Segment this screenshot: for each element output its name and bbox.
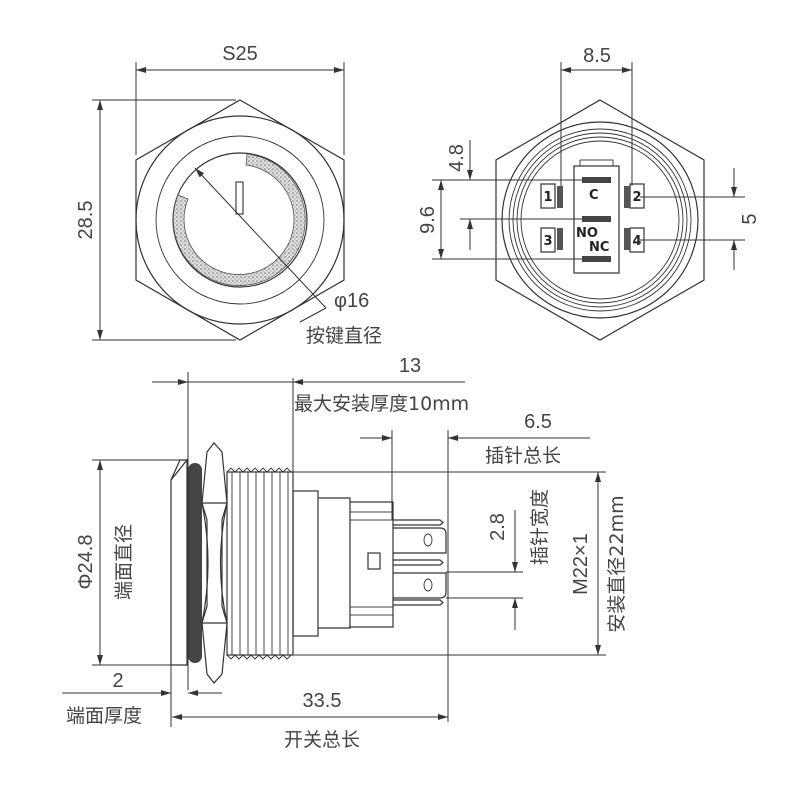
pin-3: 3 (540, 227, 563, 253)
led-ring (172, 153, 306, 286)
thread-label: M22×1 (570, 533, 592, 595)
dim-9-6-label: 9.6 (417, 206, 439, 234)
solder-pins (393, 519, 447, 606)
pin-width-label: 2.8 (487, 513, 509, 541)
terminal-label-c: C (589, 188, 599, 203)
terminal-bars (582, 177, 611, 262)
face-diameter-label: Φ24.8 (75, 535, 97, 590)
pin-2: 2 (624, 183, 645, 209)
rear-hex-outline (495, 99, 705, 341)
mounting-nut (201, 442, 228, 684)
rear-view: C NO NC 1 2 3 4 8.5 (417, 45, 761, 341)
o-ring (188, 463, 202, 663)
pin-spacing-label: 8.5 (583, 45, 611, 67)
pin-1: 1 (540, 183, 563, 209)
terminal-tab (367, 552, 381, 570)
button-diameter-label: φ16 (334, 290, 369, 312)
side-view: 13 最大安装厚度10mm 6.5 插针总长 2.8 插针宽度 M22×1 安装… (62, 355, 628, 751)
terminal-label-no: NO (576, 226, 598, 241)
svg-text:3: 3 (543, 234, 552, 249)
button-diameter-leader (194, 167, 327, 309)
width-label: S25 (222, 43, 258, 65)
max-dim-label: 13 (399, 355, 421, 377)
face-thickness-caption: 端面厚度 (66, 705, 142, 727)
terminal-housing (349, 501, 394, 628)
hex-nut-outline (135, 99, 345, 341)
total-length-label: 33.5 (303, 690, 342, 712)
pin-length-caption: 插针总长 (485, 445, 561, 467)
svg-text:1: 1 (543, 190, 552, 205)
pin-length-label: 6.5 (524, 411, 552, 433)
dim-4-8-label: 4.8 (446, 144, 468, 172)
front-bezel (170, 458, 188, 666)
front-view: S25 28.5 φ16 按键直径 (75, 43, 382, 347)
face-diameter-caption: 端面直径 (113, 524, 135, 600)
bezel-outer-circle (135, 115, 345, 325)
svg-text:4: 4 (632, 234, 641, 249)
dim-5-label: 5 (739, 213, 761, 224)
svg-text:2: 2 (632, 190, 641, 205)
max-mount-caption: 最大安装厚度10mm (294, 393, 469, 415)
threaded-body (226, 467, 294, 660)
bezel-inner-circle (155, 135, 325, 305)
total-length-caption: 开关总长 (284, 729, 360, 751)
face-thickness-label: 2 (112, 670, 123, 692)
pin-width-caption: 插针宽度 (529, 489, 551, 565)
power-icon (212, 181, 276, 253)
switch-housing (292, 490, 319, 637)
height-label: 28.5 (75, 201, 97, 240)
button-diameter-caption: 按键直径 (306, 325, 382, 347)
terminal-label-nc: NC (589, 240, 609, 255)
mount-diameter-caption: 安装直径22mm (606, 495, 628, 632)
